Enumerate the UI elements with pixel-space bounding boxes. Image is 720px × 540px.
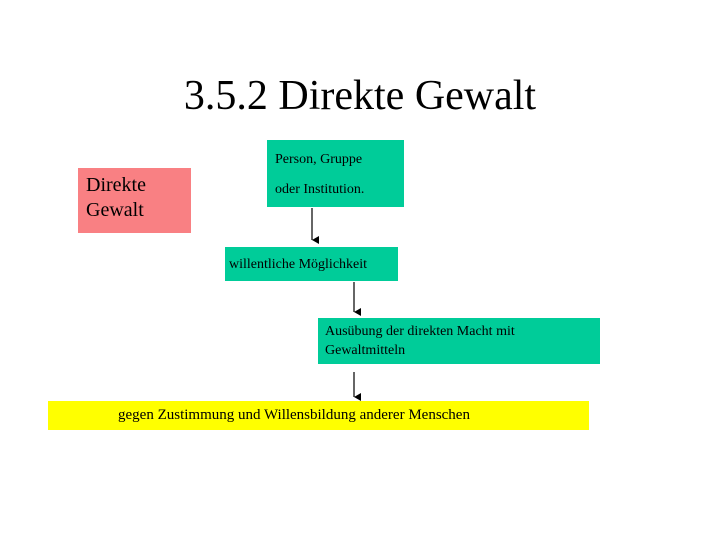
flow-step-actor-line-2: oder Institution. (275, 182, 365, 197)
flow-step-possibility: willentliche Möglichkeit (225, 247, 398, 281)
flow-step-exercise: Ausübung der direkten Macht mit Gewaltmi… (318, 318, 600, 364)
concept-line-2: Gewalt (86, 199, 144, 221)
flow-step-exercise-line-2: Gewaltmitteln (325, 343, 406, 358)
flow-step-actor: Person, Gruppe oder Institution. (267, 140, 404, 207)
flow-step-result-label: gegen Zustimmung und Willensbildung ande… (118, 407, 470, 423)
flow-step-actor-line-1: Person, Gruppe (275, 152, 363, 167)
flow-step-result: gegen Zustimmung und Willensbildung ande… (48, 401, 589, 430)
concept-box: Direkte Gewalt (78, 168, 191, 233)
flow-step-possibility-label: willentliche Möglichkeit (229, 257, 368, 272)
flow-step-exercise-line-1: Ausübung der direkten Macht mit (325, 324, 515, 339)
slide-title: 3.5.2 Direkte Gewalt (183, 73, 537, 119)
concept-line-1: Direkte (86, 174, 146, 196)
